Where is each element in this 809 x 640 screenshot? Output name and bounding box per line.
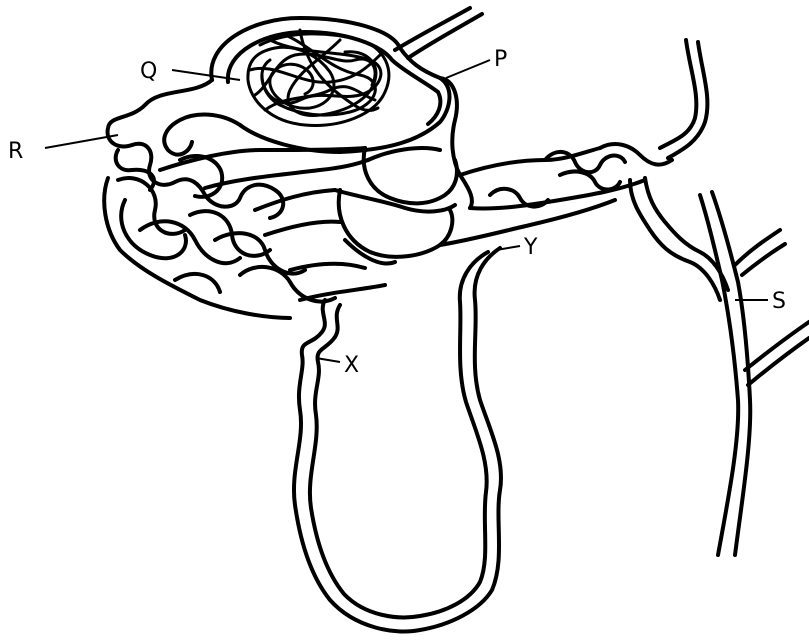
efferent-vessel	[660, 40, 707, 158]
label-p: P	[494, 47, 507, 72]
distal-tubule	[335, 78, 672, 263]
capillary-network	[104, 148, 385, 318]
label-r: R	[8, 139, 23, 164]
loop-of-henle	[294, 248, 501, 631]
label-x: X	[344, 353, 359, 378]
label-y: Y	[523, 235, 538, 260]
label-line-r	[45, 135, 118, 148]
collecting-duct	[700, 192, 809, 555]
afferent-arteriole	[395, 8, 482, 58]
label-s: S	[772, 289, 786, 314]
label-q: Q	[140, 59, 157, 84]
glomerulus	[248, 30, 389, 125]
label-line-p	[446, 60, 490, 78]
